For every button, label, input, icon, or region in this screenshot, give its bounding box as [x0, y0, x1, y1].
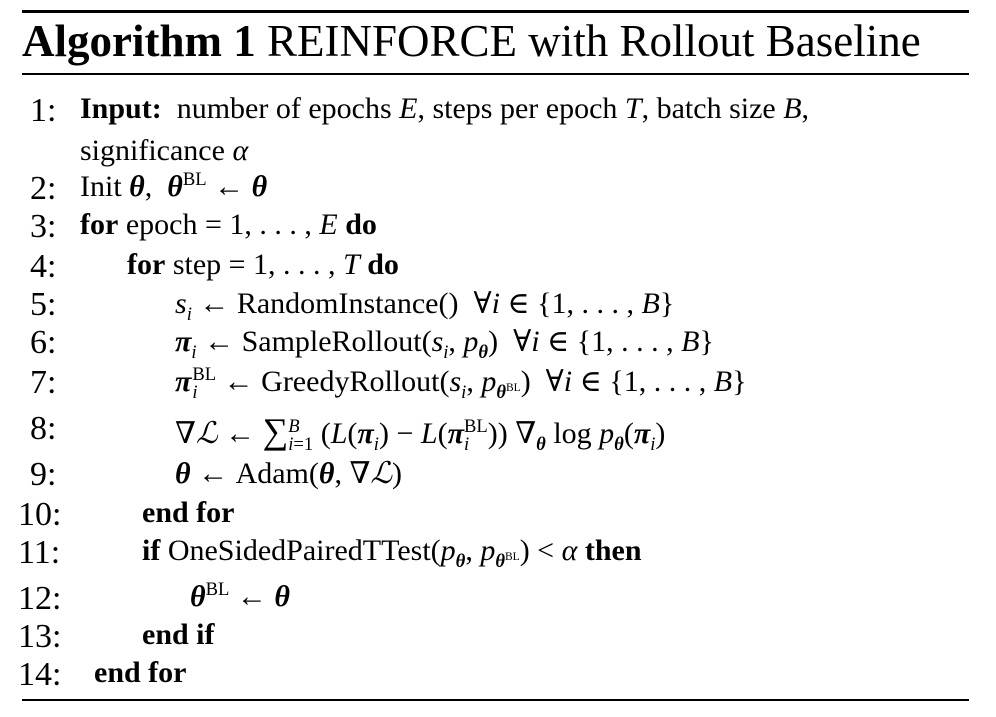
line-number: 6:: [30, 324, 57, 361]
input-statement: Input: number of epochs E, steps per epo…: [80, 92, 810, 125]
line-number: 8:: [30, 410, 57, 447]
adam-update-statement: θ ← Adam(θ, ∇ℒ): [175, 457, 403, 490]
line-number: 13:: [18, 618, 62, 655]
line-number: 14:: [18, 656, 62, 693]
top-rule: [22, 10, 969, 13]
bottom-rule: [22, 699, 969, 701]
line-number: 5:: [30, 286, 57, 323]
baseline-update-statement: θBL ← θ: [190, 579, 290, 613]
ttest-statement: if OneSidedPairedTTest(pθ, pθBL) < α the…: [142, 534, 642, 572]
algorithm-label: Algorithm 1: [22, 16, 256, 66]
algorithm-title: REINFORCE with Rollout Baseline: [266, 16, 921, 66]
line-number: 1:: [30, 92, 57, 129]
line-number: 3:: [30, 208, 57, 245]
line-number: 9:: [30, 456, 57, 493]
end-for-epoch: end for: [94, 656, 187, 689]
line-number: 10:: [18, 496, 62, 533]
line-number: 11:: [18, 534, 61, 571]
input-statement-cont: significance α: [80, 134, 249, 167]
line-number: 2:: [30, 170, 57, 207]
for-epoch-statement: for epoch = 1, . . . , E do: [80, 208, 377, 241]
for-step-statement: for step = 1, . . . , T do: [127, 248, 399, 281]
end-if: end if: [142, 618, 215, 651]
caption-rule: [22, 73, 969, 75]
sample-rollout-statement: πi ← SampleRollout(si, pθ) ∀i ∈ {1, . . …: [175, 325, 714, 363]
line-number: 12:: [18, 580, 62, 617]
line-number: 4:: [30, 248, 57, 285]
random-instance-statement: si ← RandomInstance() ∀i ∈ {1, . . . , B…: [175, 287, 675, 325]
end-for-step: end for: [142, 496, 235, 529]
algorithm-caption: Algorithm 1 REINFORCE with Rollout Basel…: [22, 12, 921, 70]
init-statement: Init θ, θBL ← θ: [80, 169, 268, 203]
line-number: 7:: [30, 364, 57, 401]
